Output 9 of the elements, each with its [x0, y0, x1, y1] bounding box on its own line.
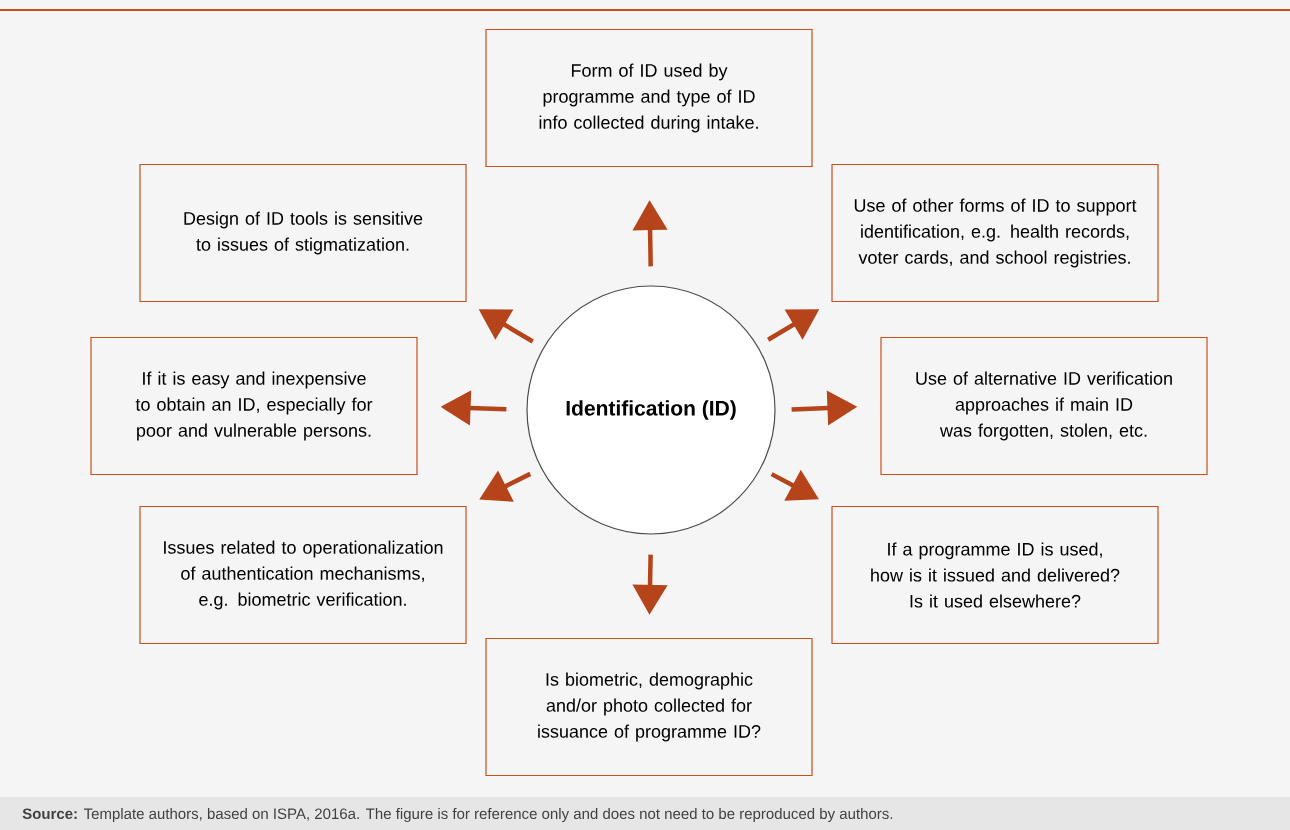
- text-box: Design of ID tools is sensitive to issues of stigmatization.: [139, 163, 467, 303]
- text-box: Issues related to operationalization of authentication mechanisms, e.g. biometric verification.: [139, 505, 467, 645]
- text-box: If a programme ID is used, how is it issued and delivered? Is it used elsewhere?: [831, 505, 1159, 645]
- text-box: Form of ID used by programme and type of ID info collected during intake.: [485, 28, 813, 168]
- text-box: Is biometric, demographic and/or photo collected for issuance of programme ID?: [485, 637, 813, 777]
- caption: Source: Template authors, based on ISPA, 2016a. The figure is for reference only and does not need to be reproduced by authors.: [22, 808, 893, 822]
- text-box: If it is easy and inexpensive to obtain an ID, especially for poor and vulnerable persons.: [90, 336, 418, 476]
- text-box: Use of alternative ID verification approaches if main ID was forgotten, stolen, etc.: [880, 336, 1208, 476]
- text-box: Use of other forms of ID to support identification, e.g. health records, voter cards, and school registries.: [831, 163, 1159, 303]
